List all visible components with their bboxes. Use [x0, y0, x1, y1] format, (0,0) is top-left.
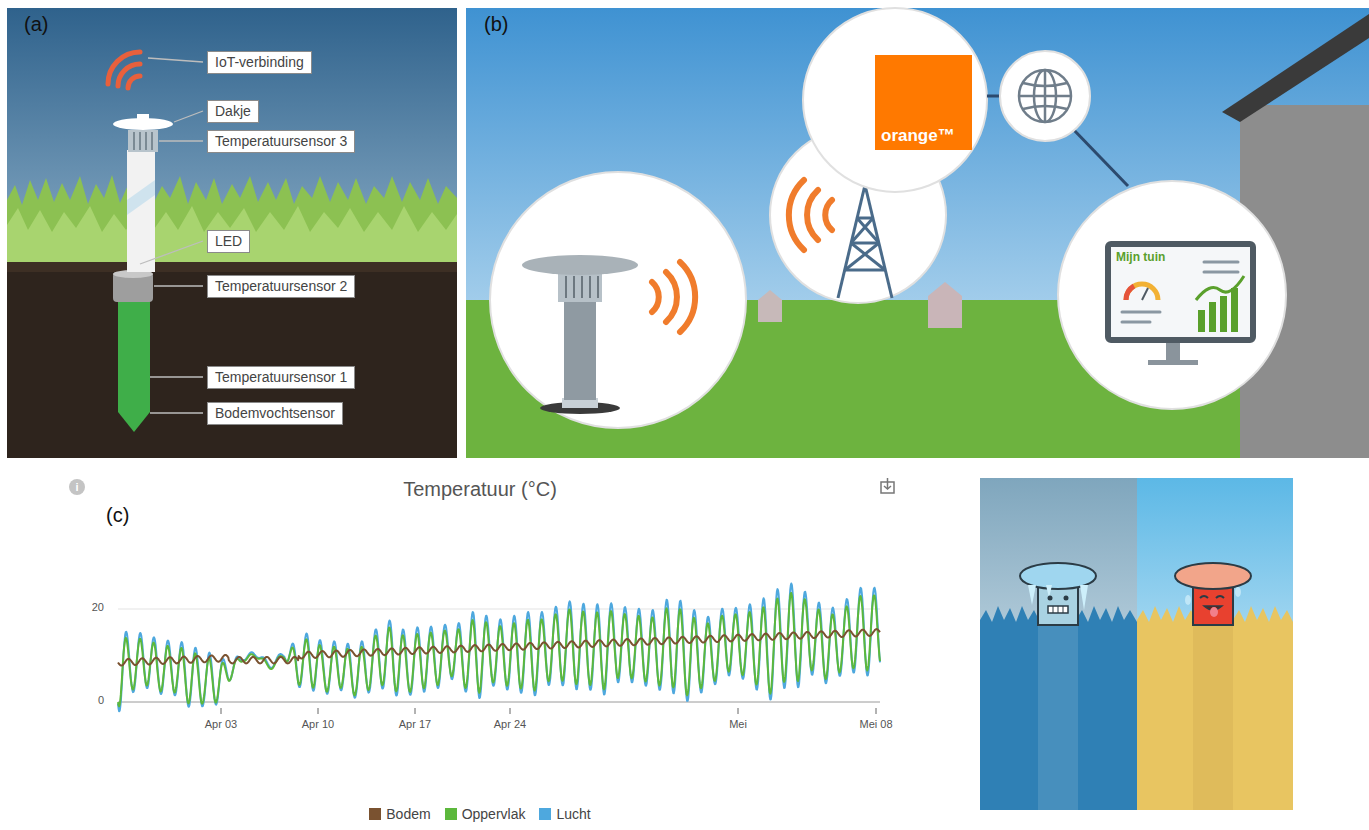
node-text: IoT-verbinding	[215, 54, 304, 71]
dashboard-title: Mijn tuin	[1116, 250, 1165, 264]
legend-text: Bodem	[386, 806, 430, 822]
part-label: Temperatuursensor 3	[207, 130, 355, 153]
node-text: Mijn tuin	[1116, 250, 1165, 264]
panel-a	[7, 8, 457, 458]
part-label: Bodemvochtsensor	[207, 402, 343, 425]
panel-b	[466, 8, 1369, 458]
tick-mark	[415, 708, 416, 714]
legend-swatch	[369, 808, 381, 820]
part-label: Dakje	[207, 100, 259, 123]
node-text: Temperatuursensor 1	[215, 369, 347, 386]
chart-title: Temperatuur (°C)	[403, 477, 557, 501]
panel-letter: (a)	[24, 12, 48, 36]
legend: Bodem Oppervlak Lucht	[0, 806, 960, 822]
legend-text: Oppervlak	[462, 806, 526, 822]
tick-mark	[318, 708, 319, 714]
axis-tick: 0	[98, 694, 104, 707]
data-line	[118, 629, 880, 666]
node-text: Temperatuursensor 3	[215, 133, 347, 150]
node-text: LED	[215, 233, 242, 250]
legend-item: Bodem	[369, 806, 430, 822]
axis-tick: 20	[92, 601, 104, 614]
panel-letter: (c)	[106, 503, 129, 527]
legend-item: Oppervlak	[445, 806, 526, 822]
panel-letter: (b)	[484, 12, 508, 36]
node-text: Dakje	[215, 103, 251, 120]
operator-logo: orange™	[875, 55, 972, 150]
date-tick: Apr 17	[399, 718, 431, 731]
tick-mark	[738, 708, 739, 714]
mascot-panel	[980, 478, 1293, 810]
info-icon: i	[69, 479, 85, 495]
date-tick: Mei	[729, 718, 747, 731]
part-label: LED	[207, 230, 250, 253]
part-label: Temperatuursensor 1	[207, 366, 355, 389]
node-text: Bodemvochtsensor	[215, 405, 335, 422]
legend-swatch	[539, 808, 551, 820]
date-tick: Apr 24	[494, 718, 526, 731]
data-line	[118, 584, 880, 712]
legend-item: Lucht	[539, 806, 590, 822]
download-icon	[881, 478, 894, 493]
tick-mark	[221, 708, 222, 714]
part-label: IoT-verbinding	[207, 51, 312, 74]
legend-swatch	[445, 808, 457, 820]
tick-mark	[510, 708, 511, 714]
date-tick: Apr 10	[302, 718, 334, 731]
tick-mark	[876, 708, 877, 714]
node-text: orange™	[881, 126, 966, 146]
date-tick: Apr 03	[205, 718, 237, 731]
node-text: Temperatuursensor 2	[215, 278, 347, 295]
data-line	[118, 593, 880, 706]
date-tick: Mei 08	[859, 718, 892, 731]
part-label: Temperatuursensor 2	[207, 275, 355, 298]
legend-text: Lucht	[556, 806, 590, 822]
